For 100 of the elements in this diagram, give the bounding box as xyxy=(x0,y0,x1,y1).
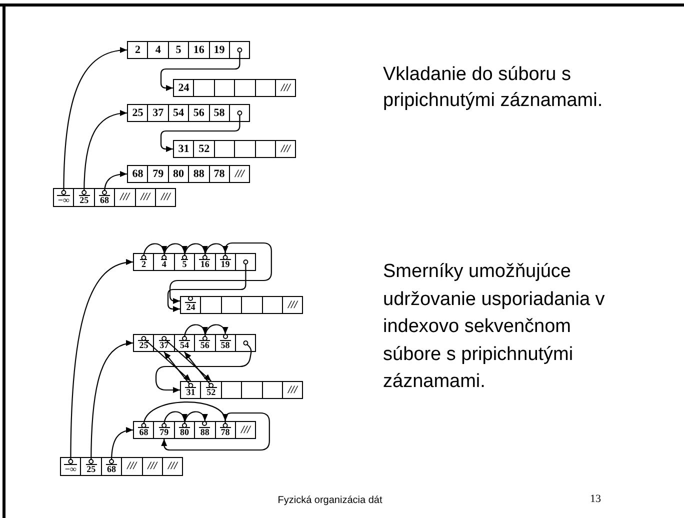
pointer-arrow xyxy=(102,171,128,195)
pointer-cell xyxy=(235,253,256,271)
record-cell: 56 xyxy=(188,104,210,122)
record-cell: 2 xyxy=(133,253,154,271)
pointer-arrow xyxy=(162,336,212,382)
empty-cell xyxy=(241,381,263,399)
record-cell: 16 xyxy=(194,253,216,271)
record-cell: 88 xyxy=(188,165,210,183)
null-cell: /// xyxy=(282,296,304,314)
record-cell: 58 xyxy=(208,104,230,122)
empty-cell xyxy=(200,296,222,314)
empty-cell xyxy=(262,381,283,399)
null-cell: /// xyxy=(229,165,250,183)
record-cell: 5 xyxy=(174,253,196,271)
empty-cell xyxy=(234,140,256,158)
pointer-arrow xyxy=(82,110,128,195)
record-cell: 68 xyxy=(133,421,154,439)
record-cell: 37 xyxy=(147,104,169,122)
null-cell: /// xyxy=(235,421,256,439)
null-cell: /// xyxy=(282,381,304,399)
pointer-arrow xyxy=(182,324,207,341)
record-cell: 24 xyxy=(180,296,202,314)
record-cell: 25 xyxy=(133,334,154,352)
pointer-arrow xyxy=(184,352,214,388)
description-text: Vkladanie do súboru s pripichnutými záznamami. xyxy=(383,63,604,113)
record-cell: 19 xyxy=(208,41,230,59)
pointer-arrow xyxy=(161,412,270,451)
null-cell: /// xyxy=(155,188,176,207)
record-cell: 78 xyxy=(208,165,230,183)
pointer-arrow xyxy=(182,243,207,260)
pointer-arrow xyxy=(88,340,134,464)
empty-cell xyxy=(220,296,242,314)
empty-cell xyxy=(254,140,276,158)
record-cell: 68 xyxy=(94,188,116,207)
pointer-arrow xyxy=(141,243,166,260)
pointer-arrow xyxy=(68,260,134,464)
record-cell: −∞ xyxy=(53,188,74,207)
null-cell: /// xyxy=(134,188,156,207)
record-cell: 56 xyxy=(194,334,216,352)
footer-text: Fyzická organizácia dát xyxy=(276,495,384,507)
pointer-arrow xyxy=(162,411,187,428)
pointer-arrow xyxy=(61,48,128,195)
record-cell: 52 xyxy=(193,140,215,158)
pointer-arrow xyxy=(167,260,248,312)
record-cell: 24 xyxy=(173,79,194,97)
record-cell: 31 xyxy=(173,140,194,158)
pointer-arrow xyxy=(109,427,134,464)
record-cell: −∞ xyxy=(60,457,82,476)
record-cell: 52 xyxy=(200,381,222,399)
record-cell: 88 xyxy=(194,421,216,439)
pointer-arrow xyxy=(160,110,242,152)
null-cell: /// xyxy=(275,79,296,97)
null-cell: /// xyxy=(275,140,296,158)
record-cell: 19 xyxy=(214,253,236,271)
record-cell: 79 xyxy=(153,421,175,439)
empty-cell xyxy=(220,381,242,399)
record-cell: 80 xyxy=(174,421,196,439)
record-cell: 31 xyxy=(180,381,202,399)
empty-cell xyxy=(214,140,236,158)
pointer-arrow xyxy=(162,243,187,260)
record-cell: 54 xyxy=(174,334,196,352)
empty-cell xyxy=(262,296,283,314)
record-cell: 25 xyxy=(73,188,95,207)
pointer-arrow xyxy=(182,411,207,428)
record-cell: 58 xyxy=(214,334,236,352)
record-cell: 78 xyxy=(214,421,236,439)
record-cell: 25 xyxy=(127,104,148,122)
empty-cell xyxy=(254,79,276,97)
null-cell: /// xyxy=(114,188,136,207)
pointer-arrow xyxy=(202,243,228,260)
pointer-arrow xyxy=(155,340,252,393)
null-cell: /// xyxy=(121,457,143,476)
description-text: Smerníky umožňujúce udržovanie usporiadania v indexovo sekvenčnom súbore s pripichnutými záznamami. xyxy=(383,260,606,394)
null-cell: /// xyxy=(162,457,184,476)
record-cell: 4 xyxy=(147,41,169,59)
empty-cell xyxy=(234,79,256,97)
record-cell: 68 xyxy=(127,165,148,183)
record-cell: 37 xyxy=(153,334,175,352)
pointer-cell xyxy=(229,41,250,59)
pointer-arrow xyxy=(160,48,242,91)
empty-cell xyxy=(214,79,236,97)
record-cell: 68 xyxy=(100,457,122,476)
pointer-arrow xyxy=(164,352,194,388)
pointer-cell xyxy=(229,104,250,122)
record-cell: 4 xyxy=(153,253,175,271)
pointer-arrow xyxy=(202,324,228,341)
pointer-arrow xyxy=(169,242,272,304)
pointer-arrow xyxy=(141,336,192,382)
record-cell: 25 xyxy=(80,457,102,476)
record-cell: 2 xyxy=(127,41,148,59)
empty-cell xyxy=(193,79,215,97)
empty-cell xyxy=(241,296,263,314)
pointer-arrow xyxy=(141,402,226,428)
record-cell: 16 xyxy=(188,41,210,59)
page-number: 13 xyxy=(590,493,602,506)
record-cell: 80 xyxy=(168,165,190,183)
null-cell: /// xyxy=(142,457,163,476)
record-cell: 5 xyxy=(168,41,190,59)
pointer-cell xyxy=(235,334,256,352)
record-cell: 54 xyxy=(168,104,190,122)
